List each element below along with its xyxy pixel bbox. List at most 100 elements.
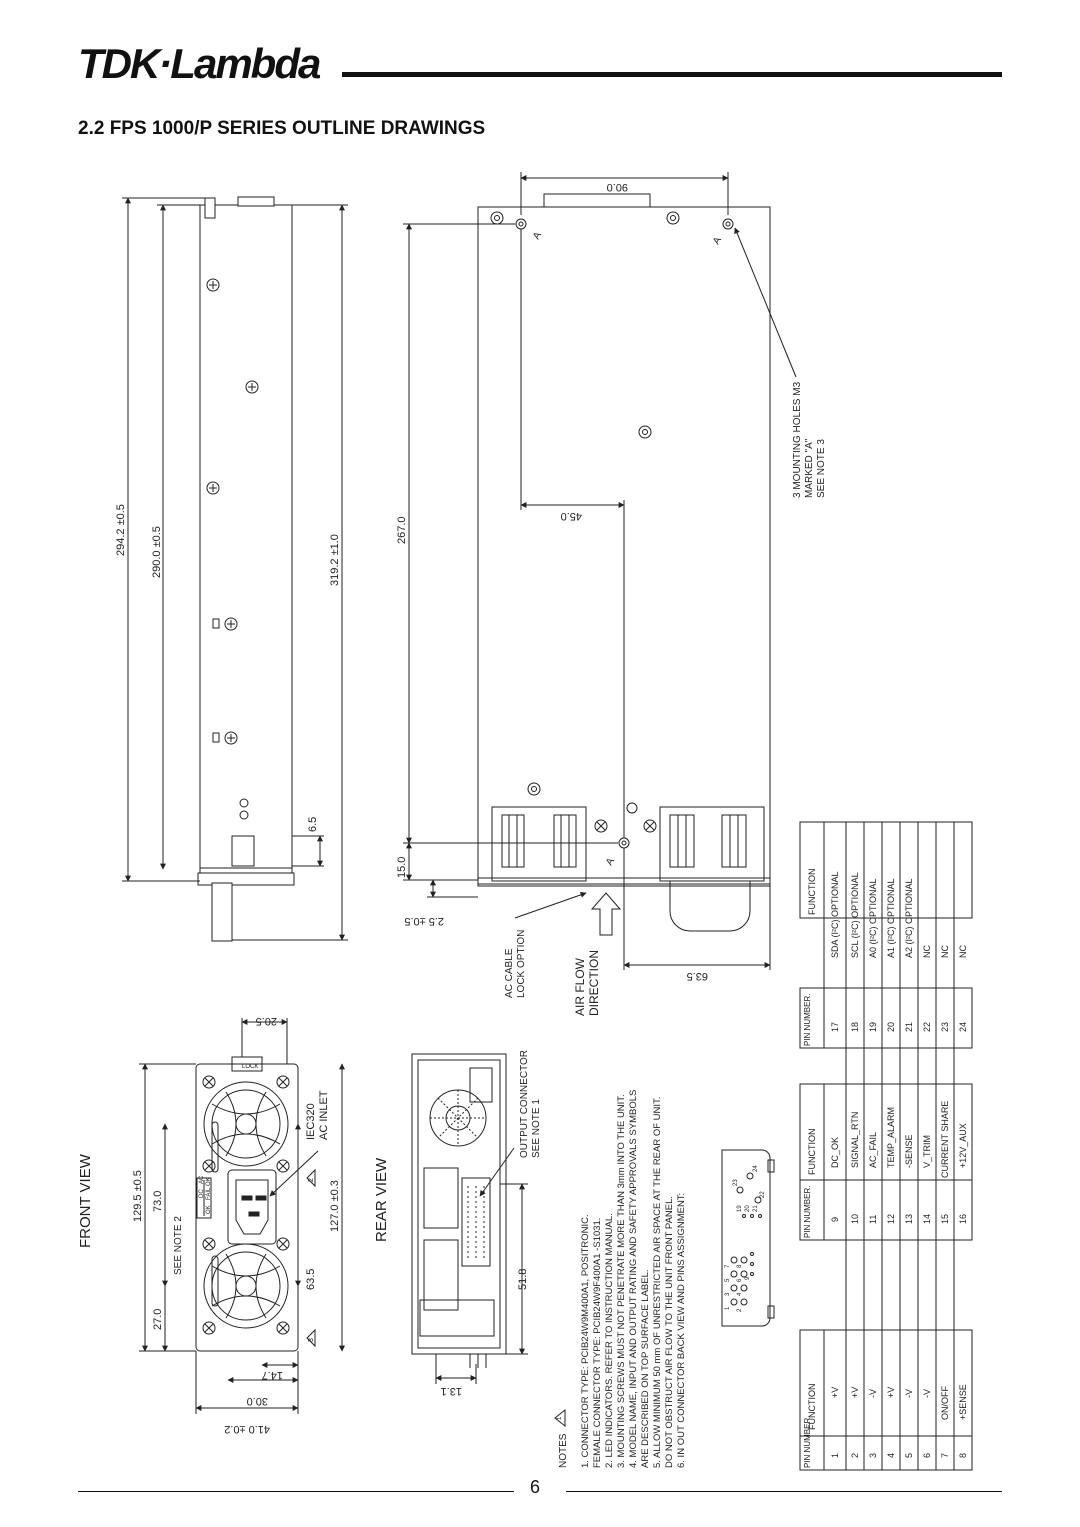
svg-text:LOCK OPTION: LOCK OPTION (516, 930, 527, 998)
front-view-labels: FRONT VIEW 129.5 ±0.5 73.0 27.0 SEE NOTE… (77, 1015, 341, 1435)
svg-text:21: 21 (753, 1205, 759, 1212)
note-line-3: 2. LED INDICATORS. REFER TO INSTRUCTION … (604, 1213, 615, 1468)
table-row: 5 (904, 1453, 914, 1458)
note-line-6: ARE DESCRIBED ON TOP SURFACE LABEL. (640, 1269, 651, 1468)
svg-text:V_TRIM: V_TRIM (922, 1135, 932, 1168)
pin-table-text: PIN NUMBER. FUNCTION PIN NUMBER. FUNCTIO… (803, 869, 968, 1469)
svg-text:-SENSE: -SENSE (904, 1134, 914, 1168)
dim-51-8: 51.8 (517, 1269, 529, 1290)
svg-text:22: 22 (760, 1191, 766, 1198)
note-line-4: 3. MOUNTING SCREWS MUST NOT PENETRATE MO… (616, 1094, 627, 1468)
pin-header-1: PIN NUMBER. (803, 1416, 812, 1468)
dim-129-5: 129.5 ±0.5 (132, 1170, 144, 1222)
rear-view-toroid (429, 1089, 487, 1147)
table-row: 16 (958, 1214, 968, 1224)
note-3-marker-icon (306, 1328, 316, 1348)
svg-text:ON/OFF: ON/OFF (940, 1386, 950, 1420)
dim-294: 294.2 ±0.5 (115, 504, 127, 556)
table-row: 15 (940, 1214, 950, 1224)
table-row: 3 (868, 1453, 878, 1458)
led-ok-label-2: OK (206, 1177, 212, 1186)
table-row: 1 (830, 1453, 840, 1458)
dim-27: 27.0 (152, 1309, 164, 1330)
pin-rows-group-2: 9 DC_OK 10 SIGNAL_RTN 11 AC_FAIL 12 TEMP… (830, 1101, 968, 1224)
lock-label: LOCK (242, 1064, 258, 1070)
connector-pin-labels: 1 2 3 4 5 6 7 8 9 19 20 21 22 23 24 (725, 1165, 766, 1312)
marker-3-text: 3 (308, 1338, 315, 1342)
footer-rule-right (566, 1491, 1002, 1492)
connector-pin-diagram (721, 1149, 775, 1327)
table-row: 14 (922, 1214, 932, 1224)
output-connector-label-1: OUTPUT CONNECTOR (519, 1050, 530, 1158)
mounting-holes-note: 3 MOUNTING HOLES M3 MARKED "A" SEE NOTE … (792, 381, 827, 498)
table-row: 23 (940, 1022, 950, 1032)
svg-text:NC: NC (940, 945, 950, 958)
note-line-5: 4. MODEL NAME, INPUT AND OUTPUT RATING A… (628, 1090, 639, 1468)
svg-text:DC_OK: DC_OK (830, 1137, 840, 1168)
side-view-screws (206, 278, 259, 820)
svg-text:19: 19 (737, 1205, 743, 1212)
rear-view (411, 1053, 528, 1384)
dim-15: 15.0 (396, 857, 408, 878)
logo-rule (342, 72, 1002, 77)
dim-267: 267.0 (396, 516, 408, 544)
table-row: 10 (850, 1214, 860, 1224)
svg-text:5: 5 (725, 1278, 731, 1282)
notes-marker-text: 1 (557, 1416, 563, 1420)
dim-2-5: 2.5 ±0.5 (404, 915, 444, 927)
connector-pins (730, 1172, 762, 1306)
table-row: 21 (904, 1022, 914, 1032)
notes-marker-icon (554, 1408, 566, 1428)
top-view (403, 172, 797, 970)
led-fail-label: FAIL (206, 1187, 212, 1200)
note-line-8: DO NOT OBSTRUCT AIR FLOW TO THE UNIT FRO… (664, 1196, 675, 1468)
table-row: 2 (850, 1453, 860, 1458)
dim-63-5-front: 63.5 (305, 1269, 317, 1290)
dim-73: 73.0 (152, 1191, 164, 1212)
svg-text:-V: -V (922, 1389, 932, 1398)
dim-319: 319.2 ±1.0 (329, 534, 341, 586)
svg-text:+12V_AUX: +12V_AUX (958, 1123, 968, 1168)
svg-text:6: 6 (737, 1278, 743, 1282)
hole-label-a-2: A (711, 235, 724, 247)
svg-text:9: 9 (745, 1276, 751, 1280)
svg-text:NC: NC (958, 945, 968, 958)
note-2-marker-icon (306, 1168, 316, 1188)
notes-block: NOTES 1 1. CONNECTOR TYPE: PCIB24W9M400A… (554, 1090, 687, 1468)
dim-30: 30.0 (247, 1395, 268, 1407)
iec-label-1: IEC320 (305, 1103, 317, 1140)
notes-heading: NOTES (558, 1433, 569, 1468)
side-view-body (199, 204, 293, 880)
front-fan-top (203, 1081, 289, 1167)
side-view-handle (211, 882, 233, 942)
rear-view-title: REAR VIEW (373, 1157, 390, 1242)
dim-14-7: 14.7 (262, 1369, 283, 1381)
svg-text:+V: +V (830, 1387, 840, 1398)
svg-text:3: 3 (725, 1292, 731, 1296)
pin-rows-group-1: 1 +V 2 +V 3 -V 4 +V 5 -V 6 -V 7 ON/OFF 8… (830, 1384, 968, 1458)
svg-text:3 MOUNTING HOLES M3: 3 MOUNTING HOLES M3 (792, 381, 803, 498)
led-ok-label-1: OK (206, 1205, 212, 1214)
hole-label-a-1: A (531, 230, 544, 242)
note-line-1: 1. CONNECTOR TYPE: PCIB24W9M400A1, POSIT… (580, 1214, 591, 1468)
rear-output-connector (461, 1177, 491, 1267)
mounting-holes (490, 211, 734, 849)
table-row: 11 (868, 1215, 878, 1224)
air-flow-label: AIR FLOW DIRECTION (573, 950, 601, 1016)
svg-text:AIR FLOW: AIR FLOW (573, 957, 587, 1016)
svg-text:20: 20 (745, 1205, 751, 1212)
page-number: 6 (530, 1477, 541, 1497)
table-row: 6 (922, 1453, 932, 1458)
svg-text:A1 (I²C) OPTIONAL: A1 (I²C) OPTIONAL (886, 878, 896, 958)
table-row: 20 (886, 1022, 896, 1032)
side-view-inlet (231, 835, 255, 867)
note-line-7: 5. ALLOW MINIMUM 50 mm OF UNRESTRICTED A… (652, 1097, 663, 1468)
svg-text:+V: +V (886, 1387, 896, 1398)
dim-127: 127.0 ±0.3 (329, 1180, 341, 1232)
page-title: 2.2 FPS 1000/P SERIES OUTLINE DRAWINGS (78, 118, 486, 139)
svg-text:-V: -V (868, 1389, 878, 1398)
rear-view-labels: REAR VIEW OUTPUT CONNECTOR SEE NOTE 1 51… (373, 1050, 542, 1397)
dim-41: 41.0 ±0.2 (224, 1423, 270, 1435)
iec-inlet (227, 1169, 277, 1245)
